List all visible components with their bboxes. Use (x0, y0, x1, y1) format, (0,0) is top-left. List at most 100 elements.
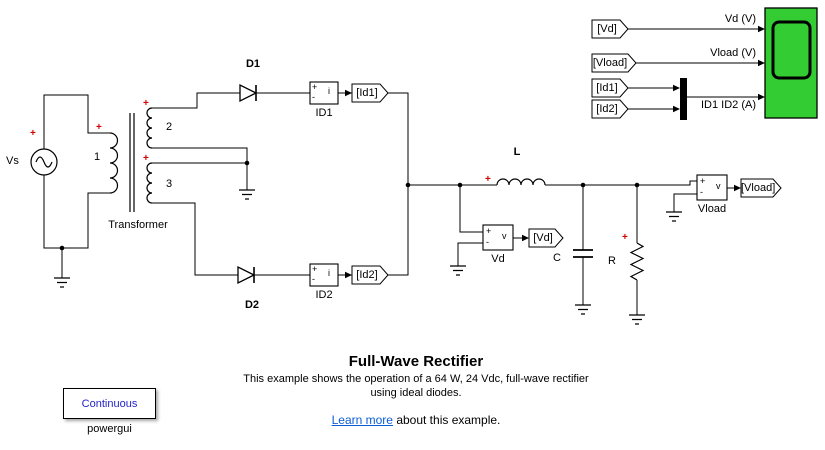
vload-plus-port-label: + (700, 176, 706, 186)
wire-center-tap-1[interactable] (152, 147, 248, 190)
model-title: Full-Wave Rectifier (348, 353, 484, 370)
mux-block[interactable] (680, 78, 687, 120)
scope-block[interactable] (764, 7, 818, 119)
powergui-mode-label: Continuous (81, 397, 138, 410)
ground-icon[interactable] (666, 211, 682, 222)
primary-coil-icon (109, 132, 119, 194)
goto-tag-id1[interactable] (351, 83, 389, 103)
junction-dots (59, 160, 640, 251)
ac-source-block[interactable] (30, 148, 58, 176)
wire-w2-to-d1[interactable] (152, 92, 240, 109)
powergui-block[interactable]: Continuous (63, 388, 156, 419)
d1-label: D1 (245, 58, 261, 70)
arrow-icon (673, 84, 680, 92)
wires (43, 28, 759, 315)
vload-voltage-measurement-block[interactable] (696, 174, 728, 201)
wire-vd-minus[interactable] (457, 242, 483, 266)
arrow-icon (345, 89, 352, 97)
powergui-label: powergui (87, 423, 132, 435)
junction-dot (580, 182, 586, 188)
vd-voltage-measurement-block[interactable] (482, 224, 514, 251)
id2-current-measurement-block[interactable] (309, 263, 339, 287)
winding3-label: 3 (165, 178, 173, 190)
goto-tag-vload[interactable] (740, 178, 782, 198)
secondary-coil3-icon (146, 162, 153, 204)
arrow-icon (734, 184, 741, 192)
resistor-label: R (608, 255, 616, 267)
goto-tag-vload-label: [Vload] (741, 182, 776, 194)
id1-label: ID1 (315, 107, 333, 119)
wire-w3-to-d2[interactable] (152, 202, 238, 276)
id1-minus-port-label: - (312, 92, 315, 102)
arrowheads (345, 25, 765, 279)
goto-tag-vd[interactable] (528, 228, 564, 248)
arrow-icon (673, 105, 680, 113)
from-tag-id1-label: [Id1] (596, 82, 618, 94)
winding2-polarity-plus: + (143, 98, 149, 109)
ground-icon[interactable] (629, 314, 645, 325)
ground-icon[interactable] (239, 189, 255, 200)
from-tag-id2-label: [Id2] (596, 103, 618, 115)
resistor-block[interactable] (629, 242, 645, 281)
wire-vd-plus[interactable] (459, 185, 483, 233)
arrow-icon (758, 25, 765, 33)
diode-triangle-icon (237, 265, 256, 285)
vd-voltage-port-label: v (502, 231, 507, 241)
wire-l-to-vload[interactable] (545, 180, 697, 186)
goto-tag-id2-label: [Id2] (356, 269, 378, 281)
diode-d1-block[interactable] (239, 83, 258, 103)
wire-vs-bottom[interactable] (43, 175, 110, 249)
inductor-block[interactable] (496, 178, 546, 186)
from-tag-id1[interactable] (591, 78, 629, 98)
junction-dot (634, 182, 640, 188)
components (30, 7, 818, 287)
scope-signal-label-vload: Vload (V) (710, 47, 756, 59)
winding2-label: 2 (165, 121, 173, 133)
id1-plus-port-label: + (312, 82, 318, 92)
model-description-line1: This example shows the operation of a 64… (243, 373, 589, 385)
ground-icon[interactable] (575, 304, 591, 315)
id2-minus-port-label: - (312, 274, 315, 284)
core-icon (129, 113, 135, 212)
junction-dot (405, 182, 411, 188)
from-tag-vd[interactable] (591, 19, 629, 39)
junction-dot (59, 245, 65, 251)
ground-icon[interactable] (54, 277, 70, 288)
id2-plus-port-label: + (312, 264, 318, 274)
ground-icon[interactable] (450, 265, 466, 276)
arrow-icon (522, 234, 529, 242)
arrow-icon (758, 59, 765, 67)
learn-more-rest: about this example. (392, 413, 501, 427)
goto-tag-vd-label: [Vd] (533, 232, 553, 244)
transformer-block[interactable] (109, 107, 153, 212)
resistor-polarity-plus: + (622, 232, 628, 243)
from-tag-vload[interactable] (591, 53, 637, 73)
id1-current-measurement-block[interactable] (309, 81, 339, 105)
junction-dot (457, 182, 463, 188)
wire-d1-to-node[interactable] (254, 92, 409, 276)
scope-screen-icon (771, 20, 812, 80)
id2-current-port-label: i (328, 268, 330, 278)
learn-more-line: Learn more about this example. (213, 413, 619, 427)
goto-tag-id2[interactable] (351, 265, 389, 285)
arrow-icon (758, 93, 765, 101)
transformer-label: Transformer (108, 219, 168, 231)
winding3-polarity-plus: + (143, 153, 149, 164)
inductor-polarity-plus: + (485, 174, 491, 185)
ground-symbols (54, 189, 682, 325)
scope-signal-label-currents: ID1 ID2 (A) (700, 99, 756, 111)
capacitor-block[interactable] (573, 249, 593, 258)
id1-current-port-label: i (328, 86, 330, 96)
wire-vload-minus[interactable] (673, 193, 697, 212)
primary-polarity-plus: + (96, 122, 102, 133)
vd-plus-port-label: + (486, 226, 492, 236)
diode-d2-block[interactable] (237, 265, 256, 285)
d2-label: D2 (244, 299, 260, 311)
learn-more-link[interactable]: Learn more (331, 413, 393, 427)
from-tag-id2[interactable] (591, 99, 629, 119)
model-description-line2: using ideal diodes. (370, 387, 462, 399)
wire-vs-top[interactable] (43, 94, 110, 149)
vload-label: Vload (697, 203, 727, 215)
vload-minus-port-label: - (700, 187, 703, 197)
